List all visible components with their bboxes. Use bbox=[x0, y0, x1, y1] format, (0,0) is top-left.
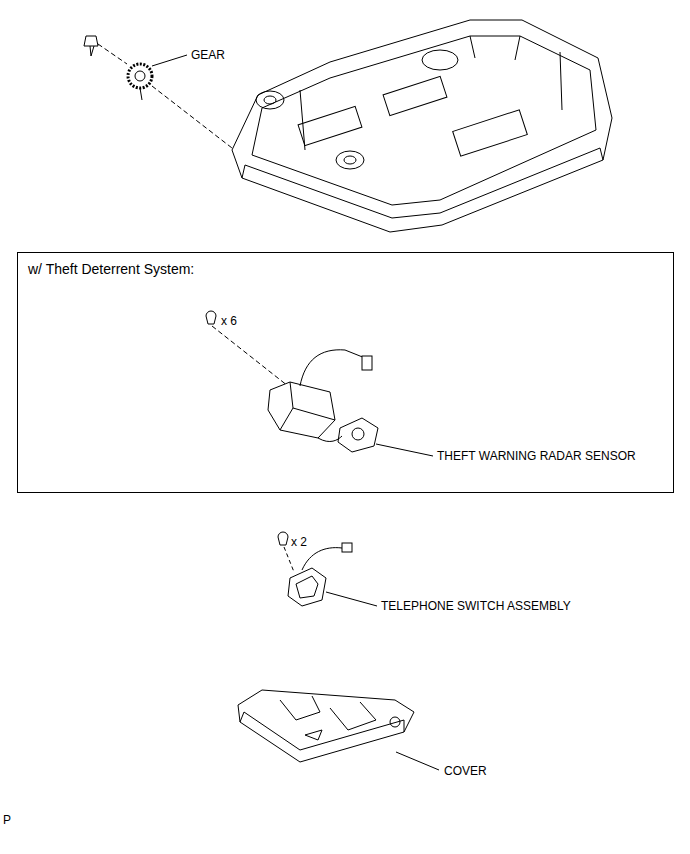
gear bbox=[128, 64, 152, 88]
cover-rim bbox=[240, 712, 404, 750]
telephone-switch-part bbox=[278, 532, 377, 606]
dashed-line bbox=[284, 547, 294, 572]
console-slot bbox=[453, 110, 528, 156]
screw bbox=[206, 311, 216, 324]
part-label: THEFT WARNING RADAR SENSOR bbox=[436, 449, 637, 463]
gear-shaft bbox=[140, 88, 142, 100]
gear-part bbox=[84, 36, 232, 148]
cover-part bbox=[238, 690, 439, 770]
gear-hub bbox=[135, 71, 145, 81]
lamp-socket bbox=[256, 91, 284, 109]
lamp-socket bbox=[344, 156, 356, 164]
cover-detail bbox=[280, 696, 376, 730]
console-slot bbox=[383, 76, 447, 115]
lamp-socket bbox=[264, 96, 276, 104]
sensor-pod bbox=[338, 418, 378, 452]
cover-arrow bbox=[305, 730, 322, 740]
cover-outline bbox=[238, 690, 414, 762]
sensor-wire bbox=[300, 350, 365, 442]
sensor-body bbox=[268, 382, 335, 438]
cover-pin bbox=[390, 717, 400, 727]
console-inner bbox=[252, 36, 596, 205]
connector bbox=[342, 543, 352, 552]
connector bbox=[362, 356, 372, 370]
screw bbox=[84, 36, 98, 56]
part-label: COVER bbox=[443, 764, 488, 778]
leader-line bbox=[396, 752, 439, 770]
part-label: x 6 bbox=[220, 314, 238, 328]
console-slot bbox=[298, 106, 362, 145]
screw bbox=[278, 532, 288, 545]
radar-sensor-part bbox=[206, 311, 433, 456]
dashed-line bbox=[98, 44, 232, 148]
frame-heading: w/ Theft Deterrent System: bbox=[18, 253, 673, 285]
console-rim bbox=[242, 148, 603, 218]
part-label: GEAR bbox=[190, 48, 226, 62]
leader-line bbox=[326, 592, 377, 606]
switch-face bbox=[296, 576, 318, 598]
switch-body bbox=[288, 568, 326, 606]
sensor-detail bbox=[280, 382, 335, 430]
lamp-socket bbox=[336, 151, 364, 169]
console-rib bbox=[300, 36, 562, 150]
part-label: TELEPHONE SWITCH ASSEMBLY bbox=[380, 599, 572, 613]
leader-line bbox=[376, 444, 433, 456]
console-ring bbox=[422, 50, 458, 70]
sensor-pod bbox=[352, 428, 364, 440]
part-label: P bbox=[2, 813, 12, 827]
switch-wire bbox=[302, 548, 342, 570]
dashed-line bbox=[212, 326, 288, 386]
console-outline bbox=[232, 20, 612, 232]
console-housing bbox=[232, 20, 612, 232]
part-label: x 2 bbox=[290, 535, 308, 549]
leader-line bbox=[152, 55, 187, 66]
